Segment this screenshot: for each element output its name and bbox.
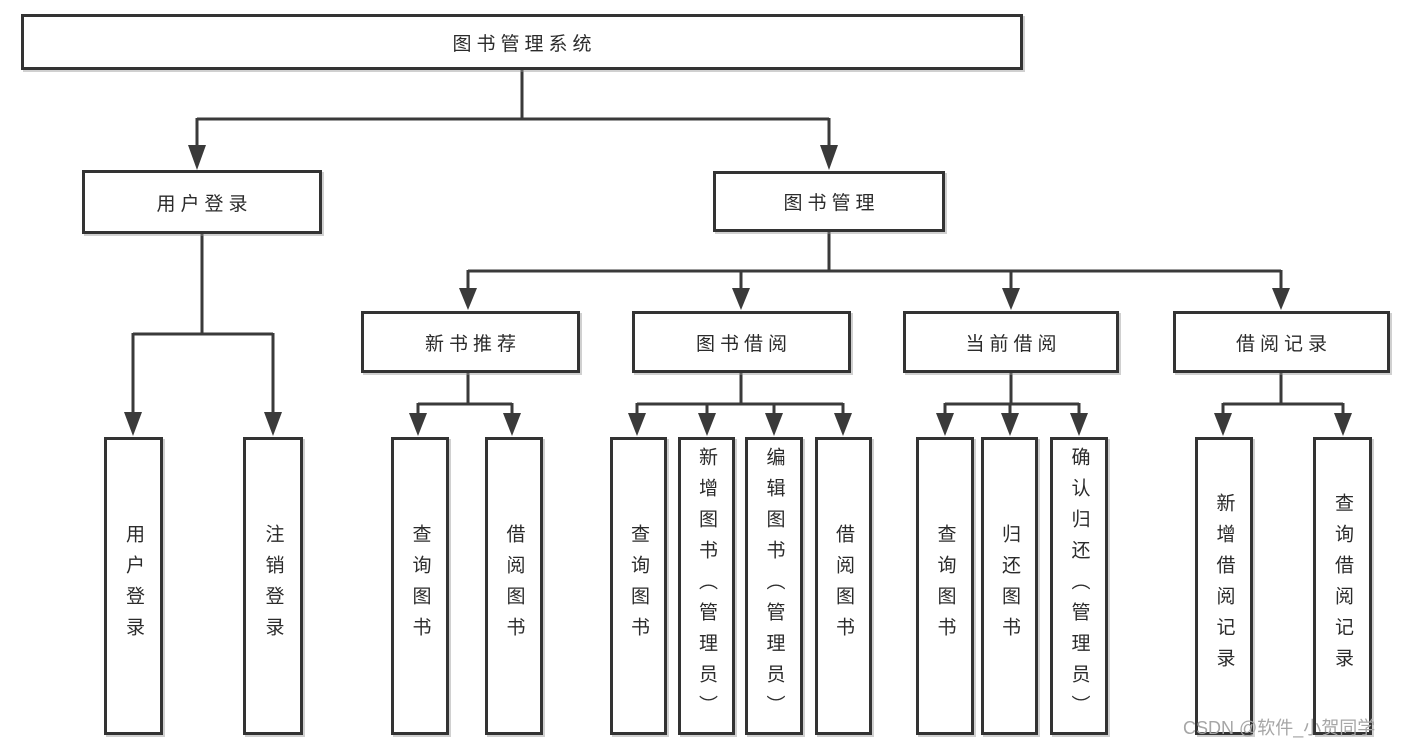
connector-book-borrow-group [628,373,852,436]
node-current-borrow: 当前借阅 [903,311,1119,373]
leaf-bb-borrow-book-label: 借阅图书 [833,524,854,648]
leaf-user-login: 用户登录 [104,437,163,735]
leaf-logout: 注销登录 [243,437,303,735]
leaf-br-add-record: 新增借阅记录 [1195,437,1253,735]
leaf-rec-query-book-label: 查询图书 [409,524,431,648]
leaf-cb-confirm-return-label: 确认归还（管理员） [1068,446,1090,726]
leaf-cb-return-book: 归还图书 [981,437,1038,735]
leaf-br-query-record: 查询借阅记录 [1313,437,1372,735]
csdn-watermark: CSDN @软件_小贺同学 [1183,718,1376,738]
leaf-bb-add-book: 新增图书（管理员） [678,437,735,735]
leaf-user-login-label: 用户登录 [123,524,144,648]
leaf-bb-query-book-label: 查询图书 [628,524,649,648]
leaf-br-query-record-label: 查询借阅记录 [1332,493,1353,679]
leaf-logout-label: 注销登录 [262,524,284,648]
connector-borrow-record-group [1214,373,1352,436]
connector-current-borrow-group [936,373,1088,436]
leaf-bb-query-book: 查询图书 [610,437,667,735]
node-root: 图书管理系统 [21,14,1023,70]
node-borrow-record: 借阅记录 [1173,311,1390,373]
connector-new-book-rec-group [409,373,521,436]
node-new-book-rec: 新书推荐 [361,311,580,373]
leaf-bb-borrow-book: 借阅图书 [815,437,872,735]
leaf-br-add-record-label: 新增借阅记录 [1213,493,1235,679]
leaf-bb-add-book-label: 新增图书（管理员） [696,446,717,726]
leaf-cb-query-book: 查询图书 [916,437,974,735]
node-book-mgmt-branch: 图书管理 [713,171,945,232]
leaf-bb-edit-book-label: 编辑图书（管理员） [763,446,785,726]
leaf-bb-edit-book: 编辑图书（管理员） [745,437,803,735]
node-book-borrow: 图书借阅 [632,311,851,373]
leaf-rec-borrow-book-label: 借阅图书 [503,524,525,648]
connector-book-mgmt-branch [459,232,1290,310]
connector-user-login-branch [124,234,282,436]
leaf-cb-return-book-label: 归还图书 [999,524,1020,648]
leaf-rec-query-book: 查询图书 [391,437,449,735]
node-user-login-branch: 用户登录 [82,170,322,234]
connector-root-to-level2 [188,70,838,170]
leaf-rec-borrow-book: 借阅图书 [485,437,543,735]
leaf-cb-confirm-return: 确认归还（管理员） [1050,437,1108,735]
leaf-cb-query-book-label: 查询图书 [934,524,956,648]
